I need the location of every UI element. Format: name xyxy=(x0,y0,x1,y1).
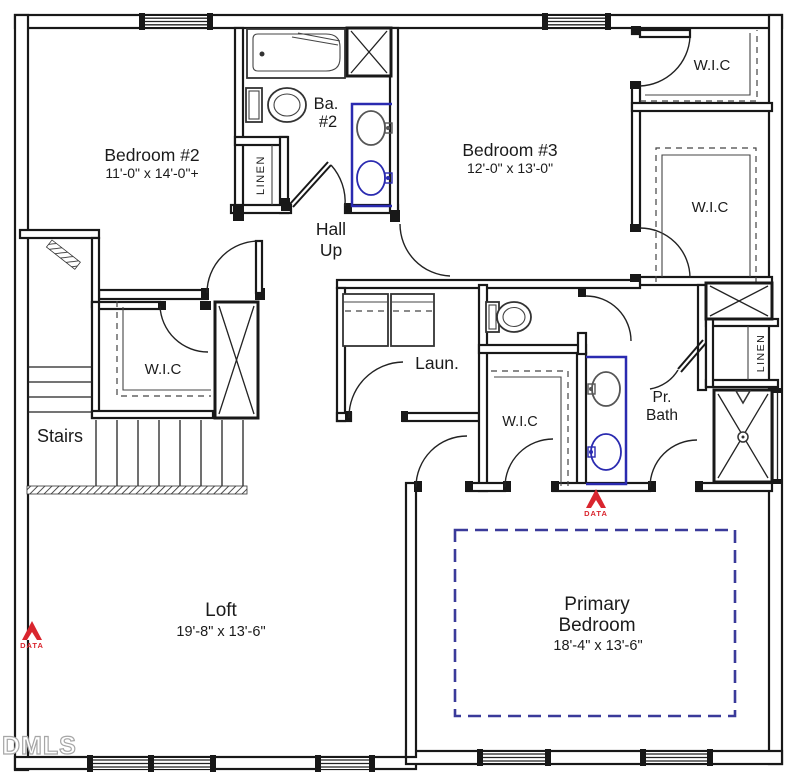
primary-bedroom-label-line2: Bedroom xyxy=(558,615,636,636)
wic-bedroom3-upper-label: W.I.C xyxy=(693,57,731,74)
loft-label: Loft xyxy=(205,600,237,621)
chase-boxes xyxy=(213,26,774,420)
laundry-label: Laun. xyxy=(415,353,459,373)
shower xyxy=(712,388,774,484)
bedroom2-dims: 11'-0" x 14'-0"+ xyxy=(105,165,199,181)
primary-bedroom-dims: 18'-4" x 13'-6" xyxy=(553,638,643,654)
washer-dryer xyxy=(342,293,435,347)
wic-bedroom3-lower-label: W.I.C xyxy=(691,199,729,216)
data-marker-label-primary: DATA xyxy=(584,509,608,518)
ceiling-tray-outline xyxy=(453,528,737,718)
bath2-label-line2: #2 xyxy=(318,113,338,131)
linen-primary-label: LINEN xyxy=(755,333,767,373)
toilet-primary xyxy=(485,301,532,333)
vanity-bath2 xyxy=(350,102,393,208)
data-marker-label-loft: DATA xyxy=(20,641,44,650)
data-markers xyxy=(22,489,606,640)
stairs-treads xyxy=(26,239,248,495)
wic-primary-label: W.I.C xyxy=(502,414,538,430)
hall-label-line1: Hall xyxy=(315,219,347,239)
bedroom3-dims: 12'-0" x 13'-0" xyxy=(466,160,554,176)
primary-bedroom-label-line1: Primary xyxy=(564,594,630,615)
primary-bath-label-line1: Pr. xyxy=(652,389,672,406)
stairs-label: Stairs xyxy=(36,426,84,446)
vanity-primary xyxy=(586,355,628,486)
windows xyxy=(87,13,782,772)
toilet-bath2 xyxy=(245,87,307,123)
dmls-watermark: DMLS xyxy=(1,731,77,760)
loft-dims: 19'-8" x 13'-6" xyxy=(176,624,266,640)
bedroom3-label: Bedroom #3 xyxy=(462,140,558,160)
wic-bedroom2-label: W.I.C xyxy=(144,361,182,378)
door-swings xyxy=(159,28,707,488)
linen-hall-label: LINEN xyxy=(255,155,267,195)
closet-shelving xyxy=(116,30,758,486)
bedroom2-label: Bedroom #2 xyxy=(104,145,200,165)
primary-bath-label-line2: Bath xyxy=(646,407,678,424)
hall-label-line2: Up xyxy=(319,240,343,260)
bathtub xyxy=(246,28,346,79)
bath2-label-line1: Ba. xyxy=(313,95,339,113)
